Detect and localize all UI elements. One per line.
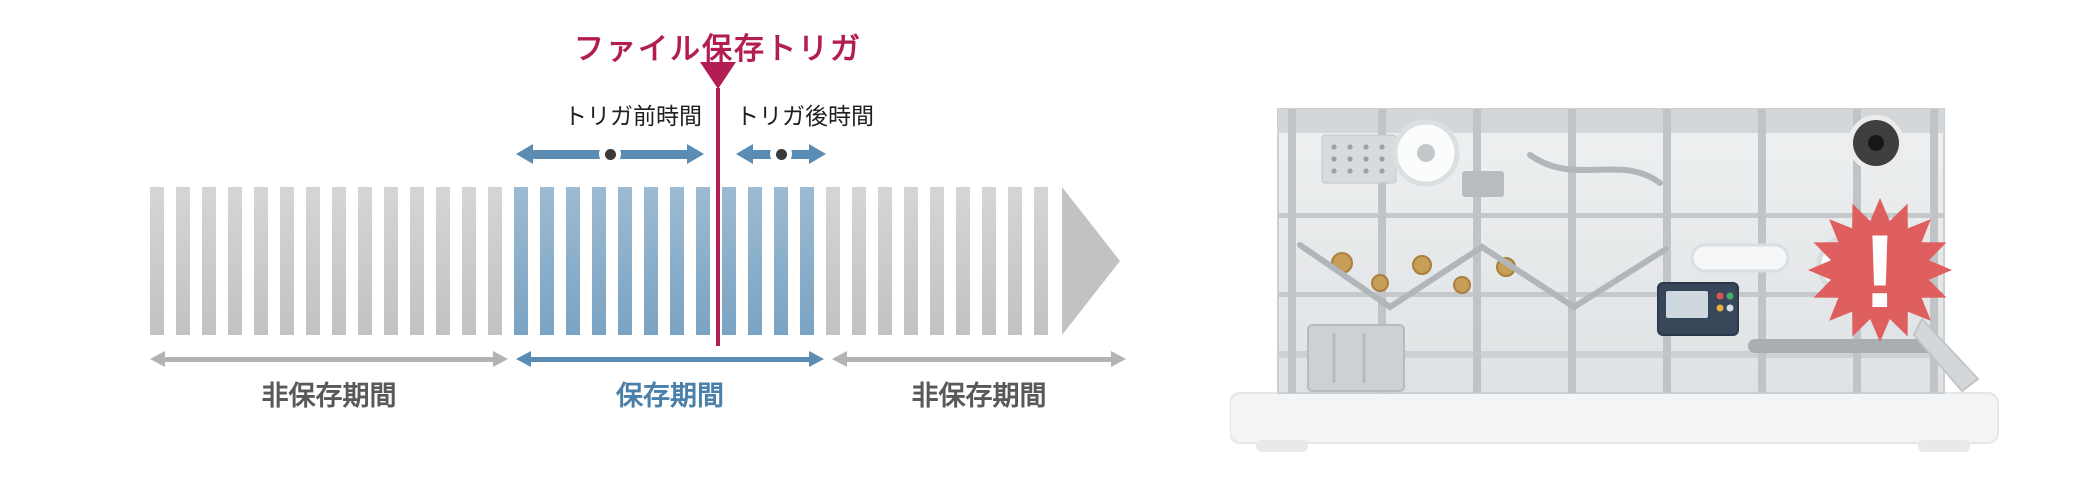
arrow-shaft [847, 356, 1111, 362]
pre-trigger-label: トリガ前時間 [564, 103, 702, 129]
arrow-shaft [531, 356, 809, 362]
non-save-period-label-left: 非保存期間 [261, 381, 397, 411]
arrow-left-head-icon [516, 351, 531, 367]
control-panel [1657, 282, 1739, 336]
arrow-right-head-icon [809, 351, 824, 367]
save-frames [514, 187, 826, 335]
alert-starburst-icon [1808, 198, 1952, 342]
pre-trigger-arrow [516, 143, 704, 165]
save-period-arrow [516, 351, 824, 367]
post-trigger-label: トリガ後時間 [736, 103, 874, 129]
timeline-arrowhead-icon [1062, 187, 1120, 335]
brass-rollers [1331, 252, 1516, 294]
arrow-shaft [165, 356, 493, 362]
trigger-line [716, 88, 720, 346]
arrow-right-head-icon [493, 351, 508, 367]
non-save-frames-left [150, 187, 514, 335]
frame-timeline [150, 187, 1120, 335]
non-save-period-arrow-right [832, 351, 1126, 367]
alert-exclamation: ! [1863, 214, 1898, 330]
machine-base-platform [1230, 392, 1999, 452]
save-period-label: 保存期間 [616, 381, 724, 411]
arrow-right-head-icon [687, 144, 704, 164]
alert-badge: ! [1808, 198, 1952, 342]
non-save-frames-right [826, 187, 1060, 335]
non-save-period-label-right: 非保存期間 [911, 381, 1047, 411]
non-save-period-arrow-left [150, 351, 508, 367]
arrow-right-head-icon [809, 144, 826, 164]
post-trigger-arrow [736, 143, 826, 165]
arrow-left-head-icon [832, 351, 847, 367]
arrow-right-head-icon [1111, 351, 1126, 367]
trigger-marker-icon [700, 62, 736, 89]
arrow-left-head-icon [150, 351, 165, 367]
arrow-left-head-icon [736, 144, 753, 164]
pre-trigger-dot-icon [599, 143, 621, 165]
post-trigger-dot-icon [770, 143, 792, 165]
trigger-title: ファイル保存トリガ [574, 33, 862, 66]
cabinet [1307, 324, 1405, 392]
arrow-left-head-icon [516, 144, 533, 164]
machine-illustration: ! [1230, 108, 1999, 452]
